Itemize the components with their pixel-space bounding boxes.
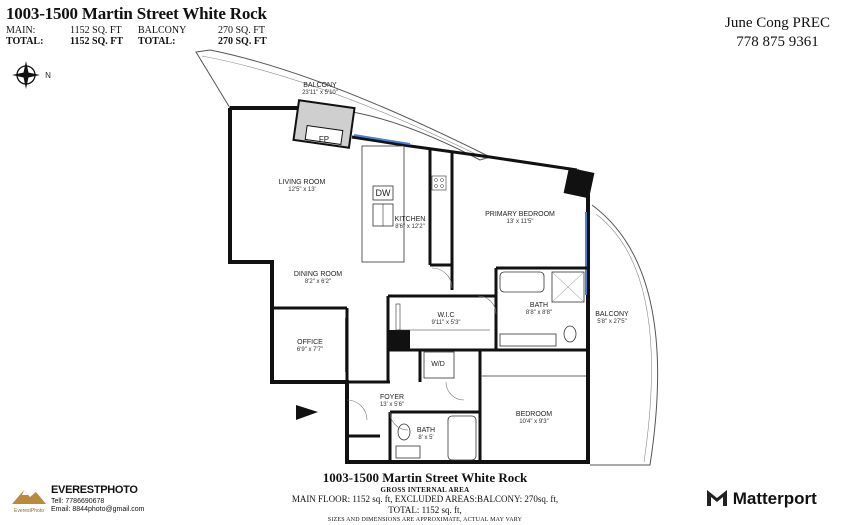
matterport-logo: Matterport [706,487,817,509]
fireplace-label: FP [319,135,329,144]
bedroom-name: BEDROOM [516,411,552,418]
total-area-value: 1152 SQ. FT [70,36,124,47]
everestphoto-logo: EverestPhoto EVERESTPHOTO Tell: 77866906… [10,484,145,519]
agent-name: June Cong PREC [724,15,830,31]
dining-room-dims: 8'2" x 6'2" [305,279,331,285]
footer-title: 1003-1500 Martin Street White Rock [322,470,528,485]
area-summary: MAIN: 1152 SQ. FT BALCONY 270 SQ. FT TOT… [6,25,276,47]
mountain-logo-icon: EverestPhoto [12,490,46,514]
balcony-total-value: 270 SQ. FT [218,36,267,47]
wic-dims: 9'11" x 5'3" [431,320,460,326]
footer-subtitle: GROSS INTERNAL AREA [380,486,470,494]
laundry-label: W/D [431,361,445,368]
agent-phone: 778 875 9361 [736,34,819,50]
everestphoto-tell: Tell: 7786690678 [51,498,105,505]
balcony-side-name: BALCONY [595,311,629,318]
dining-room-name: DINING ROOM [294,271,342,278]
interior-walls [272,150,588,462]
balcony-side-dims: 5'8" x 27'5" [597,319,627,325]
everestphoto-email: Email: 8844photo@gmail.com [51,506,145,513]
matterport-icon [707,490,727,506]
everest-tagline: EverestPhoto [14,508,44,514]
bath-ensuite-dims: 8'8" x 8'8" [526,310,552,316]
listing-title: 1003-1500 Martin Street White Rock [6,4,267,23]
foyer-name: FOYER [380,394,404,401]
matterport-brand: Matterport [732,489,817,508]
living-room-dims: 12'5" x 13' [288,187,315,193]
balcony-top-dims: 23'11" x 5'10" [302,90,338,96]
primary-bedroom-dims: 13' x 11'5" [507,219,534,225]
entry-arrow-icon [296,405,318,420]
balcony-top-outline [195,49,492,161]
bath-main-dims: 8' x 5' [418,435,433,441]
primary-bedroom-name: PRIMARY BEDROOM [485,211,555,218]
main-area-value: 1152 SQ. FT [70,25,122,36]
balcony-area-value: 270 SQ. FT [218,25,265,36]
footer-disclaimer: SIZES AND DIMENSIONS ARE APPROXIMATE, AC… [327,517,523,523]
bath-main-name: BATH [417,427,435,434]
balcony-side-outline [590,204,659,466]
fireplace-unit [292,99,356,149]
office-name: OFFICE [297,339,323,346]
footer-summary: 1003-1500 Martin Street White Rock GROSS… [0,470,850,523]
dishwasher-label: DW [376,188,391,198]
bedroom-dims: 10'4" x 9'3" [519,419,549,425]
wic-name: W.I.C [437,312,454,319]
floor-plan: N [12,49,659,466]
agent-info: June Cong PREC 778 875 9361 [725,14,830,52]
balcony-area-label: BALCONY [138,25,187,36]
total-area-label: TOTAL: [6,36,44,47]
compass-icon: N [12,61,51,89]
bath-ensuite-name: BATH [530,302,548,309]
everestphoto-brand: EVERESTPHOTO [51,484,138,496]
footer-line-1: MAIN FLOOR: 1152 sq. ft, EXCLUDED AREAS:… [291,494,559,504]
footer-line-2: TOTAL: 1152 sq. ft, [388,505,462,515]
foyer-dims: 13' x 5'6" [380,402,404,408]
balcony-total-label: TOTAL: [138,36,176,47]
office-dims: 6'9" x 7'7" [297,347,323,353]
main-area-label: MAIN: [6,25,36,36]
living-room-name: LIVING ROOM [279,179,326,186]
kitchen-dims: 8'6" x 12'2" [395,224,425,230]
balcony-top-name: BALCONY [303,82,337,89]
compass-direction: N [45,71,51,80]
kitchen-name: KITCHEN [395,216,426,223]
